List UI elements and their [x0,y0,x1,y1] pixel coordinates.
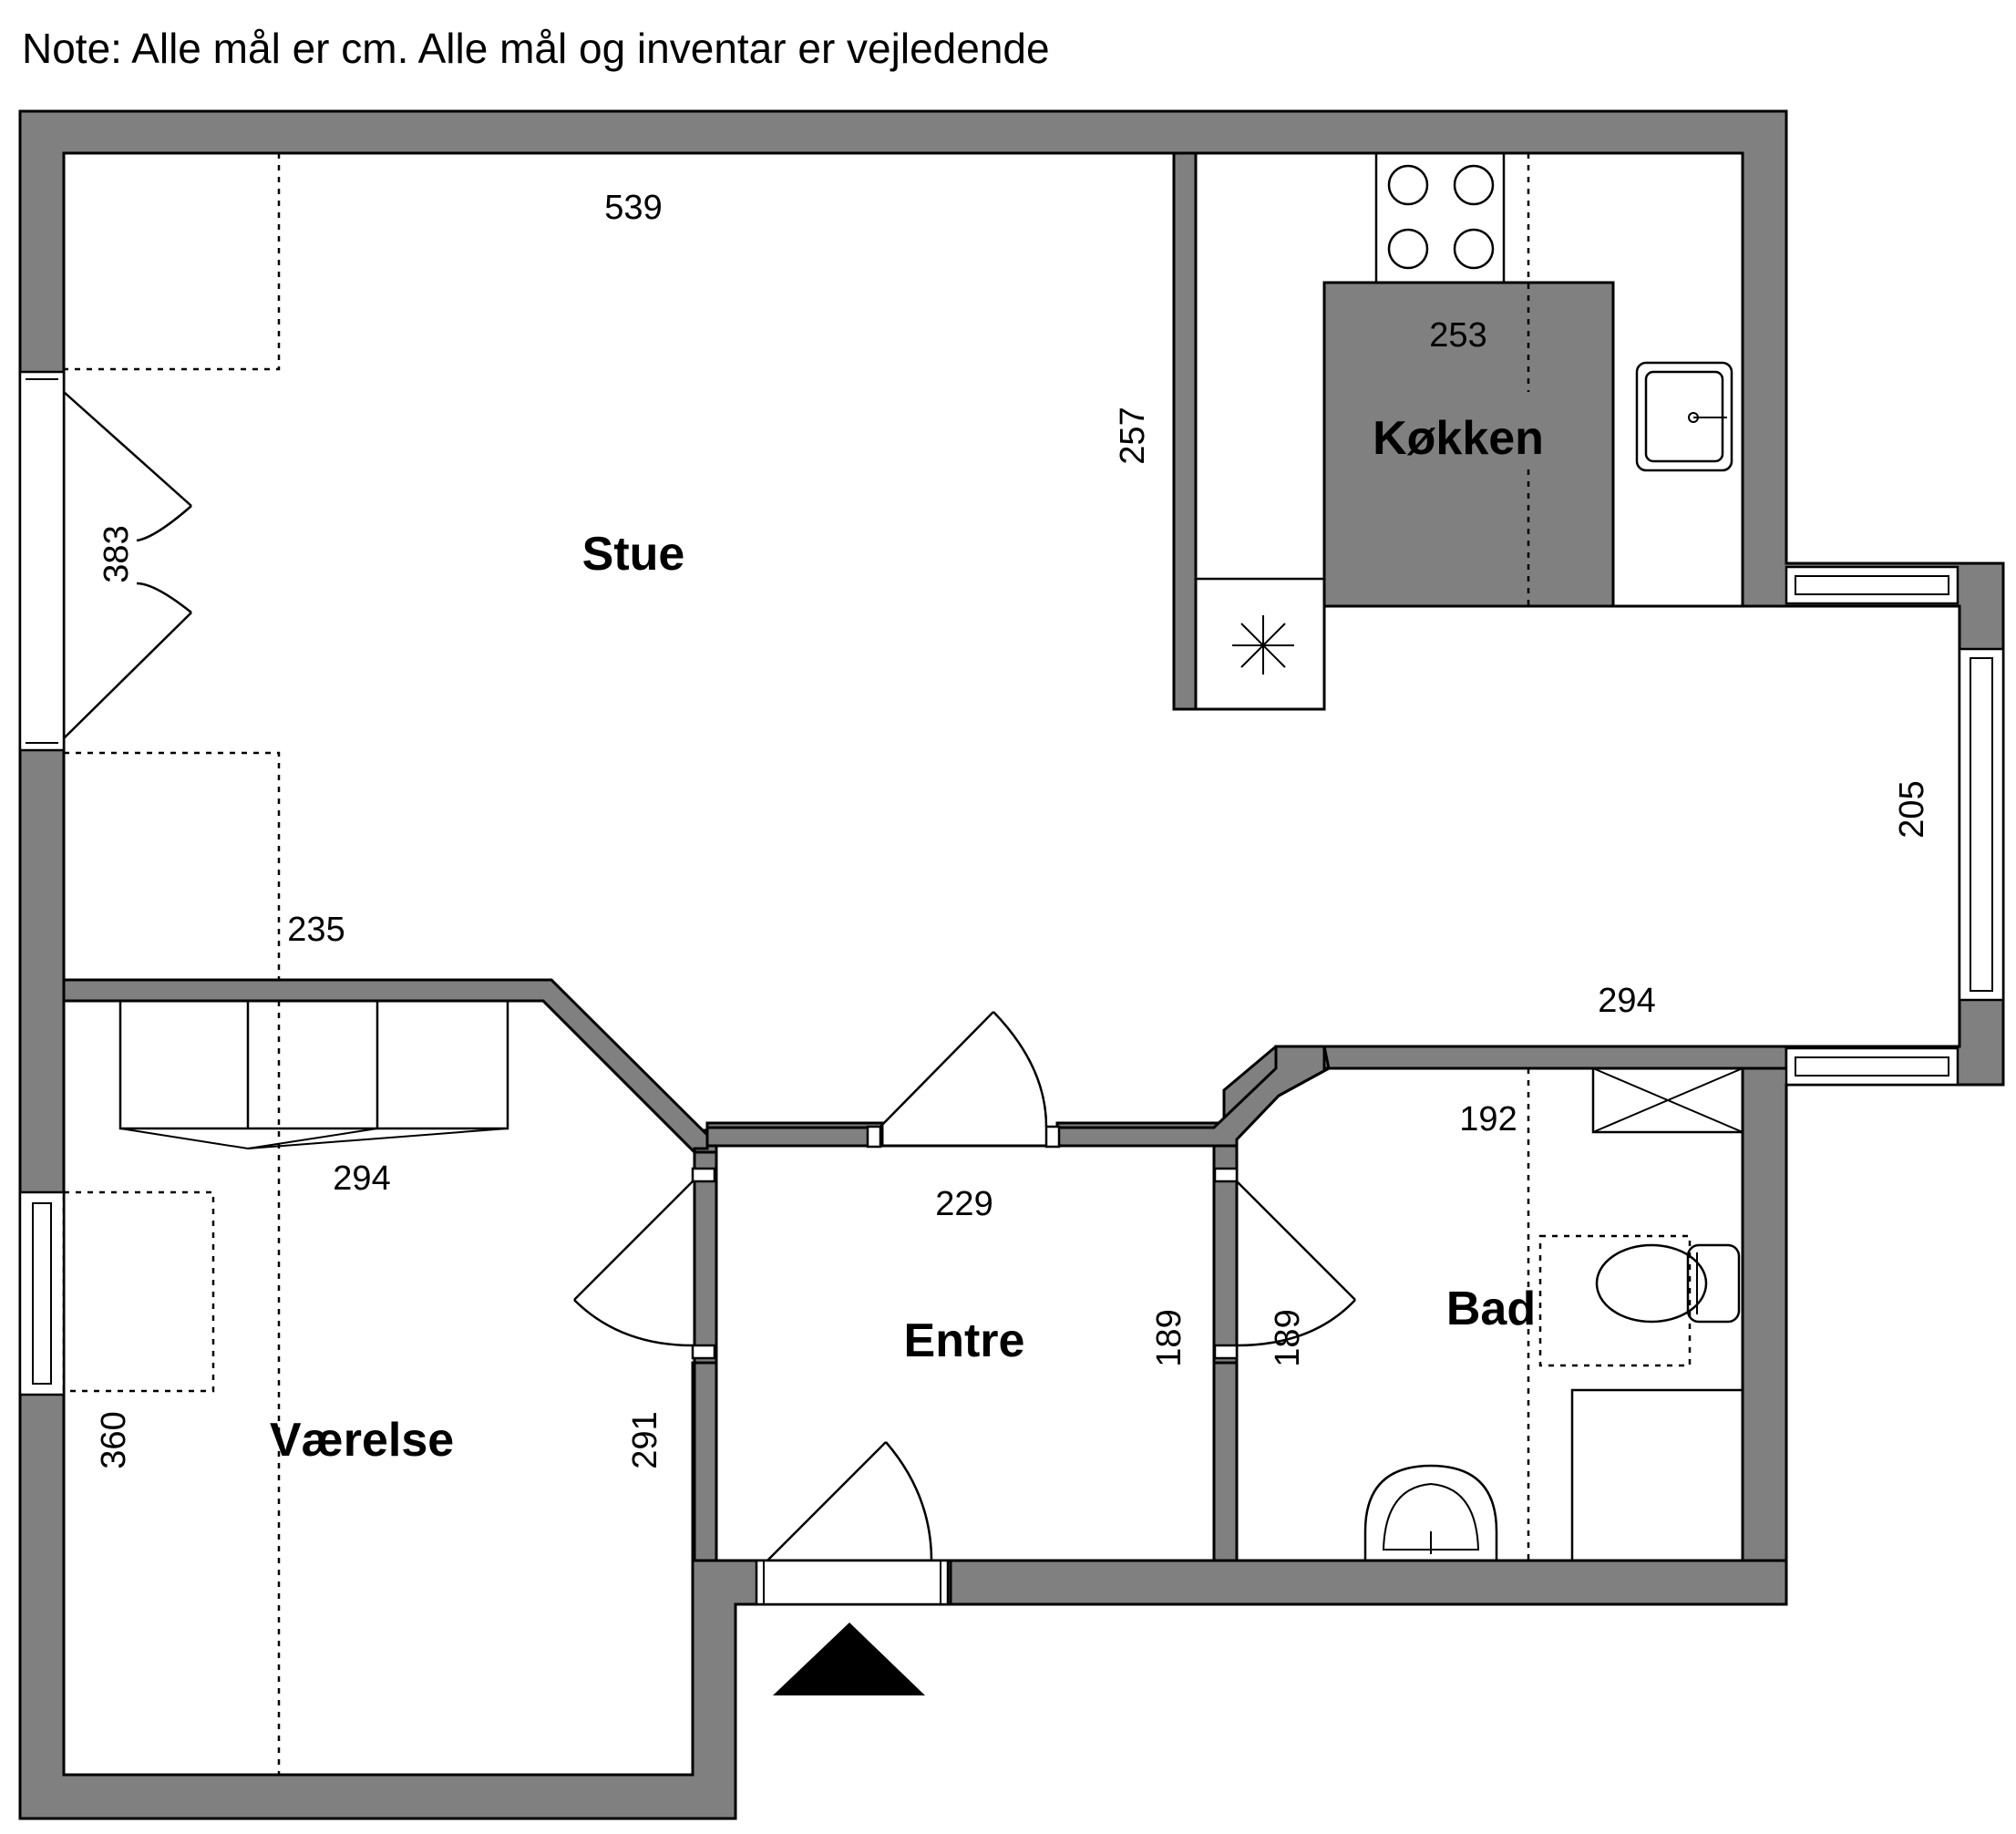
room-label-vaerelse: Værelse [270,1414,454,1467]
dim-stue-width: 539 [604,189,662,227]
dim-bedroom-depth2: 291 [626,1411,664,1468]
dim-bath-width: 192 [1459,1100,1517,1139]
dim-entre-depth: 189 [1150,1309,1188,1366]
entrance-door [755,1441,950,1695]
door-swings [63,391,1356,1360]
bedroom-furniture [62,999,509,1775]
dimension-labels: 539 383 235 253 257 205 294 294 360 291 … [95,189,1931,1469]
room-label-entre: Entre [904,1314,1025,1367]
fridge-icon [1232,615,1294,675]
window-bath-east [1785,1046,1959,1087]
room-labels: Stue Køkken Værelse Entre Bad [270,412,1544,1467]
washing-machine-area [1570,1388,1744,1562]
window-stue-west [18,370,66,752]
vaerelse-floor [62,999,696,1777]
room-floors [62,151,1961,1777]
dim-kitchen-depth: 257 [1114,407,1152,464]
kitchen-counter [1194,577,1326,711]
dim-bedroom-width: 294 [333,1159,390,1198]
toilet-icon [1595,1243,1741,1324]
dim-bedroom-depth: 360 [95,1411,133,1468]
dim-bath-depth: 189 [1269,1309,1307,1366]
stue-dashed-guides [64,153,281,980]
kitchen-sink-icon [1635,361,1733,472]
shower-box [1591,1066,1744,1134]
dim-kitchen-width: 253 [1429,316,1486,355]
windows [18,370,2005,1396]
bathroom-fixtures [1363,1066,1744,1562]
window-vaerelse-west [18,1190,66,1396]
room-label-kokken: Køkken [1373,412,1544,465]
room-label-bad: Bad [1446,1283,1536,1335]
dim-stue-lower: 235 [287,911,345,949]
bath-sink-icon [1363,1464,1498,1561]
plan-note: Note: Alle mål er cm. Alle mål og invent… [22,25,1050,72]
kitchen-fixtures [1194,151,1733,711]
room-label-stue: Stue [582,528,685,581]
entrance-arrow-icon [773,1623,925,1695]
dim-stue-depth: 383 [98,525,136,582]
stove [1374,151,1506,284]
dim-entre-width: 229 [935,1185,993,1223]
dim-east-width: 294 [1598,982,1655,1020]
window-east [1958,647,2005,1002]
wardrobe [118,999,509,1130]
dim-east-depth: 205 [1893,780,1931,838]
window-kitchen-east [1785,565,1959,605]
